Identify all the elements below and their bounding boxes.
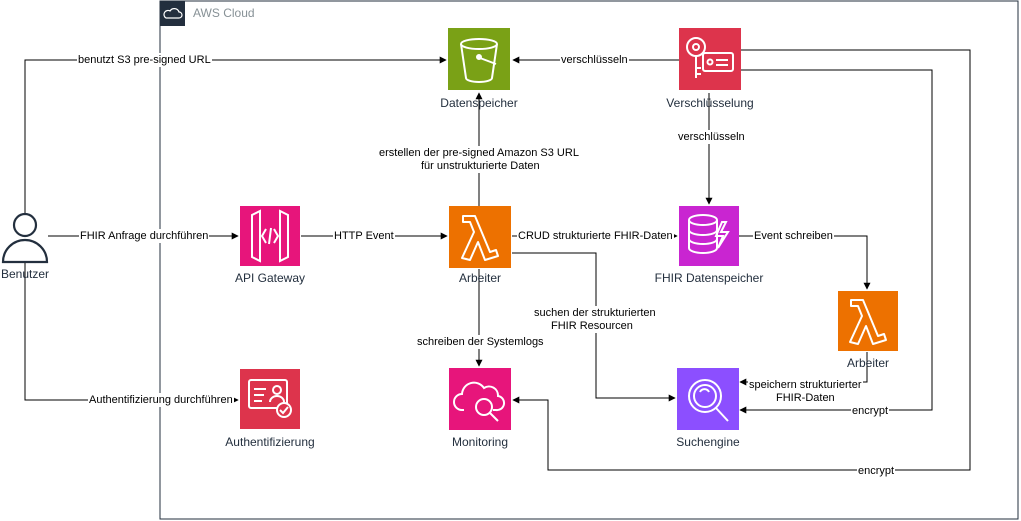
- edge-label-http-event: HTTP Event: [333, 229, 395, 243]
- worker-label: Arbeiter: [458, 271, 502, 285]
- aws-cloud-group: [159, 0, 1019, 520]
- user-icon: [1, 212, 49, 264]
- edge-label-encrypt-search: encrypt: [851, 404, 890, 418]
- edge-label-encrypt-fhir: verschlüsseln: [677, 130, 746, 144]
- edge-label-search-2: FHIR Resourcen: [550, 319, 634, 333]
- monitoring-label: Monitoring: [451, 435, 509, 449]
- healthlake-database-icon: [679, 206, 739, 266]
- edge-label-encrypt-monitor: encrypt: [857, 464, 896, 478]
- encryption-label: Verschlüsselung: [666, 96, 754, 110]
- user-label: Benutzer: [0, 267, 50, 281]
- edge-label-crud: CRUD strukturierte FHIR-Daten: [517, 229, 674, 243]
- auth-label: Authentifizierung: [225, 435, 315, 449]
- lambda-icon-2: [838, 291, 898, 351]
- cognito-auth-icon: [240, 369, 300, 429]
- search-engine-label: Suchengine: [676, 435, 740, 449]
- datastore-label: Datenspeicher: [440, 96, 518, 110]
- edge-label-store-2: FHIR-Daten: [775, 391, 836, 405]
- edge-label-store-1: speichern strukturierter: [748, 378, 863, 392]
- edge-label-fhir-request: FHIR Anfrage durchführen: [79, 229, 210, 243]
- edge-label-auth: Authentifizierung durchführen: [88, 393, 234, 407]
- edge-presigned-url: [24, 56, 447, 213]
- lambda-icon: [449, 206, 511, 268]
- s3-bucket-icon: [448, 28, 510, 90]
- worker2-label: Arbeiter: [846, 356, 890, 370]
- edge-label-search-1: suchen der strukturierten: [533, 306, 657, 320]
- kms-key-icon: [679, 28, 741, 90]
- api-gateway-icon: [240, 206, 300, 266]
- edge-label-presigned: benutzt S3 pre-signed URL: [77, 53, 212, 67]
- opensearch-icon: [677, 368, 739, 430]
- aws-cloud-title: AWS Cloud: [193, 6, 255, 20]
- edge-label-create-url-2: für unstrukturierte Daten: [420, 159, 541, 173]
- api-gateway-label: API Gateway: [234, 271, 306, 285]
- fhir-datastore-label: FHIR Datenspeicher: [654, 271, 764, 285]
- aws-cloud-icon: [160, 1, 185, 26]
- edge-encrypt-search: [739, 69, 933, 414]
- edge-auth: [24, 261, 239, 404]
- edge-label-syslogs: schreiben der Systemlogs: [416, 335, 545, 349]
- edge-encrypt-monitoring: [512, 49, 971, 471]
- edge-label-encrypt-store: verschlüsseln: [560, 53, 629, 67]
- edge-label-create-url-1: erstellen der pre-signed Amazon S3 URL: [378, 146, 580, 160]
- cloudwatch-monitoring-icon: [449, 368, 511, 430]
- edge-label-event-write: Event schreiben: [753, 229, 834, 243]
